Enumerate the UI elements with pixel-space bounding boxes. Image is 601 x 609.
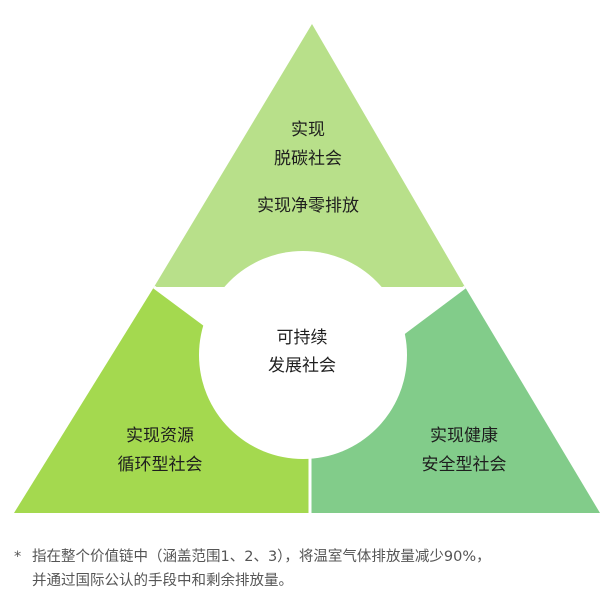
center-circle [199,251,407,459]
right-segment-health-safety-society [310,287,600,513]
right-label-line1: 实现健康 [430,426,498,446]
top-label-line1: 实现 [291,120,325,140]
top-label-line3: 实现净零排放 [257,196,359,216]
sustainable-society-triangle-diagram [14,24,600,515]
footnote-line1: 指在整个价值链中（涵盖范围1、2、3），将温室气体排放量减少90%， [32,549,491,565]
center-label: 可持续 发展社会 [228,324,376,380]
right-segment-label: 实现健康 安全型社会 [376,422,552,480]
footnote-marker: * [14,549,22,565]
footnote-line2: 并通过国际公认的手段中和剩余排放量。 [32,573,293,589]
center-label-line1: 可持续 [276,328,328,348]
left-segment-label: 实现资源 循环型社会 [80,422,240,480]
right-label-line2: 安全型社会 [421,455,507,475]
left-segment-resource-circulation-society [14,287,310,513]
center-label-line2: 发展社会 [268,356,336,376]
top-segment-label: 实现 脱碳社会 实现净零排放 [200,116,416,221]
footnote: * 指在整个价值链中（涵盖范围1、2、3），将温室气体排放量减少90%， 并通过国… [14,545,594,593]
top-segment-decarbonized-society [154,24,465,287]
left-label-line1: 实现资源 [126,426,194,446]
top-label-line2: 脱碳社会 [274,149,342,169]
left-label-line2: 循环型社会 [117,455,203,475]
